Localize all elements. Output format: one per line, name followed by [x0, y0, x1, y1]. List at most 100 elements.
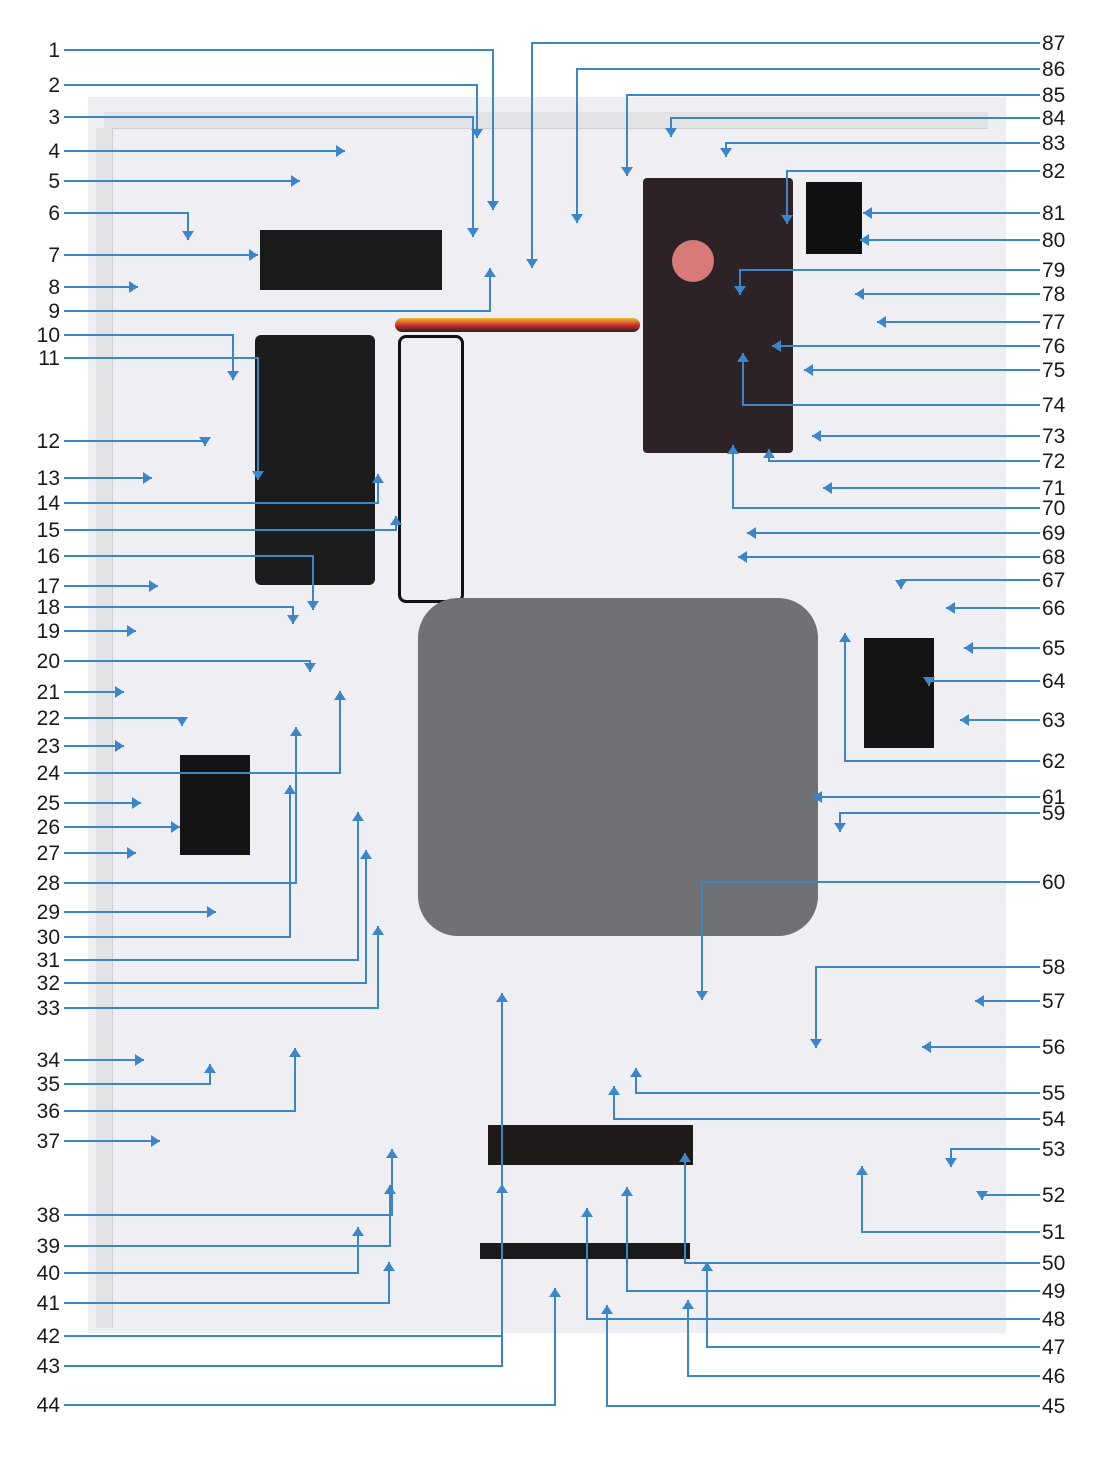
arrowhead-46 [682, 1300, 694, 1309]
callout-32: 32 [36, 972, 60, 995]
callout-22: 22 [36, 707, 60, 730]
leader-72 [768, 449, 1040, 462]
arrowhead-13 [143, 472, 152, 484]
part-cable-xt [395, 318, 640, 332]
callout-56: 56 [1042, 1036, 1066, 1059]
leader-2 [64, 84, 478, 138]
callout-64: 64 [1042, 670, 1066, 693]
callout-69: 69 [1042, 522, 1066, 545]
arrowhead-24 [334, 691, 346, 700]
callout-57: 57 [1042, 990, 1066, 1013]
callout-4: 4 [48, 140, 60, 163]
arrowhead-19 [127, 625, 136, 637]
part-battery-frame [255, 335, 375, 585]
arrowhead-1 [487, 201, 499, 210]
callout-34: 34 [36, 1049, 60, 1072]
arrowhead-34 [135, 1054, 144, 1066]
arrowhead-45 [601, 1305, 613, 1314]
arrowhead-30 [284, 785, 296, 794]
callout-77: 77 [1042, 311, 1066, 334]
callout-14: 14 [36, 492, 60, 515]
arrowhead-62 [839, 633, 851, 642]
leader-1 [64, 49, 494, 210]
callout-67: 67 [1042, 569, 1066, 592]
arrowhead-5 [291, 175, 300, 187]
arrowhead-53 [945, 1158, 957, 1167]
arrowhead-32 [360, 850, 372, 859]
arrowhead-54 [608, 1086, 620, 1095]
callout-20: 20 [36, 650, 60, 673]
callout-38: 38 [36, 1204, 60, 1227]
callout-47: 47 [1042, 1336, 1066, 1359]
ruler-vertical [96, 128, 113, 1328]
arrowhead-47 [701, 1262, 713, 1271]
arrowhead-74 [737, 353, 749, 362]
arrowhead-4 [336, 145, 345, 157]
leader-43 [64, 1184, 503, 1367]
arrowhead-39 [384, 1185, 396, 1194]
arrowhead-70 [727, 445, 739, 454]
leader-9 [64, 268, 491, 312]
callout-71: 71 [1042, 477, 1066, 500]
leader-45 [606, 1305, 1040, 1407]
arrowhead-9 [484, 268, 496, 277]
leader-60 [701, 881, 1040, 1000]
leader-36 [64, 1048, 296, 1112]
leader-31 [64, 812, 359, 961]
leader-15 [64, 516, 397, 531]
leader-59 [839, 812, 1040, 832]
part-gimbal-right [864, 638, 934, 748]
leader-74 [742, 353, 1040, 406]
leader-18 [64, 606, 294, 624]
leader-24 [64, 691, 341, 774]
leader-49 [626, 1187, 1040, 1292]
callout-15: 15 [36, 519, 60, 542]
leader-70 [732, 445, 1040, 509]
arrowhead-21 [115, 686, 124, 698]
callout-50: 50 [1042, 1252, 1066, 1275]
callout-21: 21 [36, 681, 60, 704]
arrowhead-86 [571, 214, 583, 223]
callout-58: 58 [1042, 956, 1066, 979]
leader-11 [64, 357, 259, 480]
arrowhead-42 [496, 993, 508, 1002]
callout-27: 27 [36, 842, 60, 865]
arrowhead-59 [834, 823, 846, 832]
leader-64 [928, 680, 1040, 686]
callout-41: 41 [36, 1292, 60, 1315]
callout-63: 63 [1042, 709, 1066, 732]
callout-62: 62 [1042, 750, 1066, 773]
arrowhead-85 [621, 167, 633, 176]
callout-76: 76 [1042, 335, 1066, 358]
callout-23: 23 [36, 735, 60, 758]
arrowhead-8 [129, 281, 138, 293]
arrowhead-63 [960, 714, 969, 726]
arrowhead-18 [287, 615, 299, 624]
arrowhead-26 [171, 821, 180, 833]
leader-46 [687, 1300, 1040, 1377]
callout-44: 44 [36, 1394, 60, 1417]
callout-87: 87 [1042, 32, 1066, 55]
callout-12: 12 [36, 430, 60, 453]
leader-33 [64, 926, 379, 1009]
callout-70: 70 [1042, 497, 1066, 520]
arrowhead-3 [467, 228, 479, 237]
leader-41 [64, 1262, 390, 1304]
arrowhead-38 [386, 1149, 398, 1158]
arrowhead-66 [946, 602, 955, 614]
arrowhead-36 [289, 1048, 301, 1057]
callout-24: 24 [36, 762, 60, 785]
callout-72: 72 [1042, 450, 1066, 473]
callout-84: 84 [1042, 107, 1066, 130]
arrowhead-40 [352, 1227, 364, 1236]
callout-54: 54 [1042, 1108, 1066, 1131]
arrowhead-11 [252, 471, 264, 480]
arrowhead-16 [307, 601, 319, 610]
leader-47 [706, 1262, 1040, 1348]
callout-1: 1 [48, 39, 60, 62]
arrowhead-23 [115, 740, 124, 752]
leader-83 [725, 142, 1040, 157]
arrowhead-55 [630, 1068, 642, 1077]
callout-6: 6 [48, 202, 60, 225]
callout-83: 83 [1042, 132, 1066, 155]
